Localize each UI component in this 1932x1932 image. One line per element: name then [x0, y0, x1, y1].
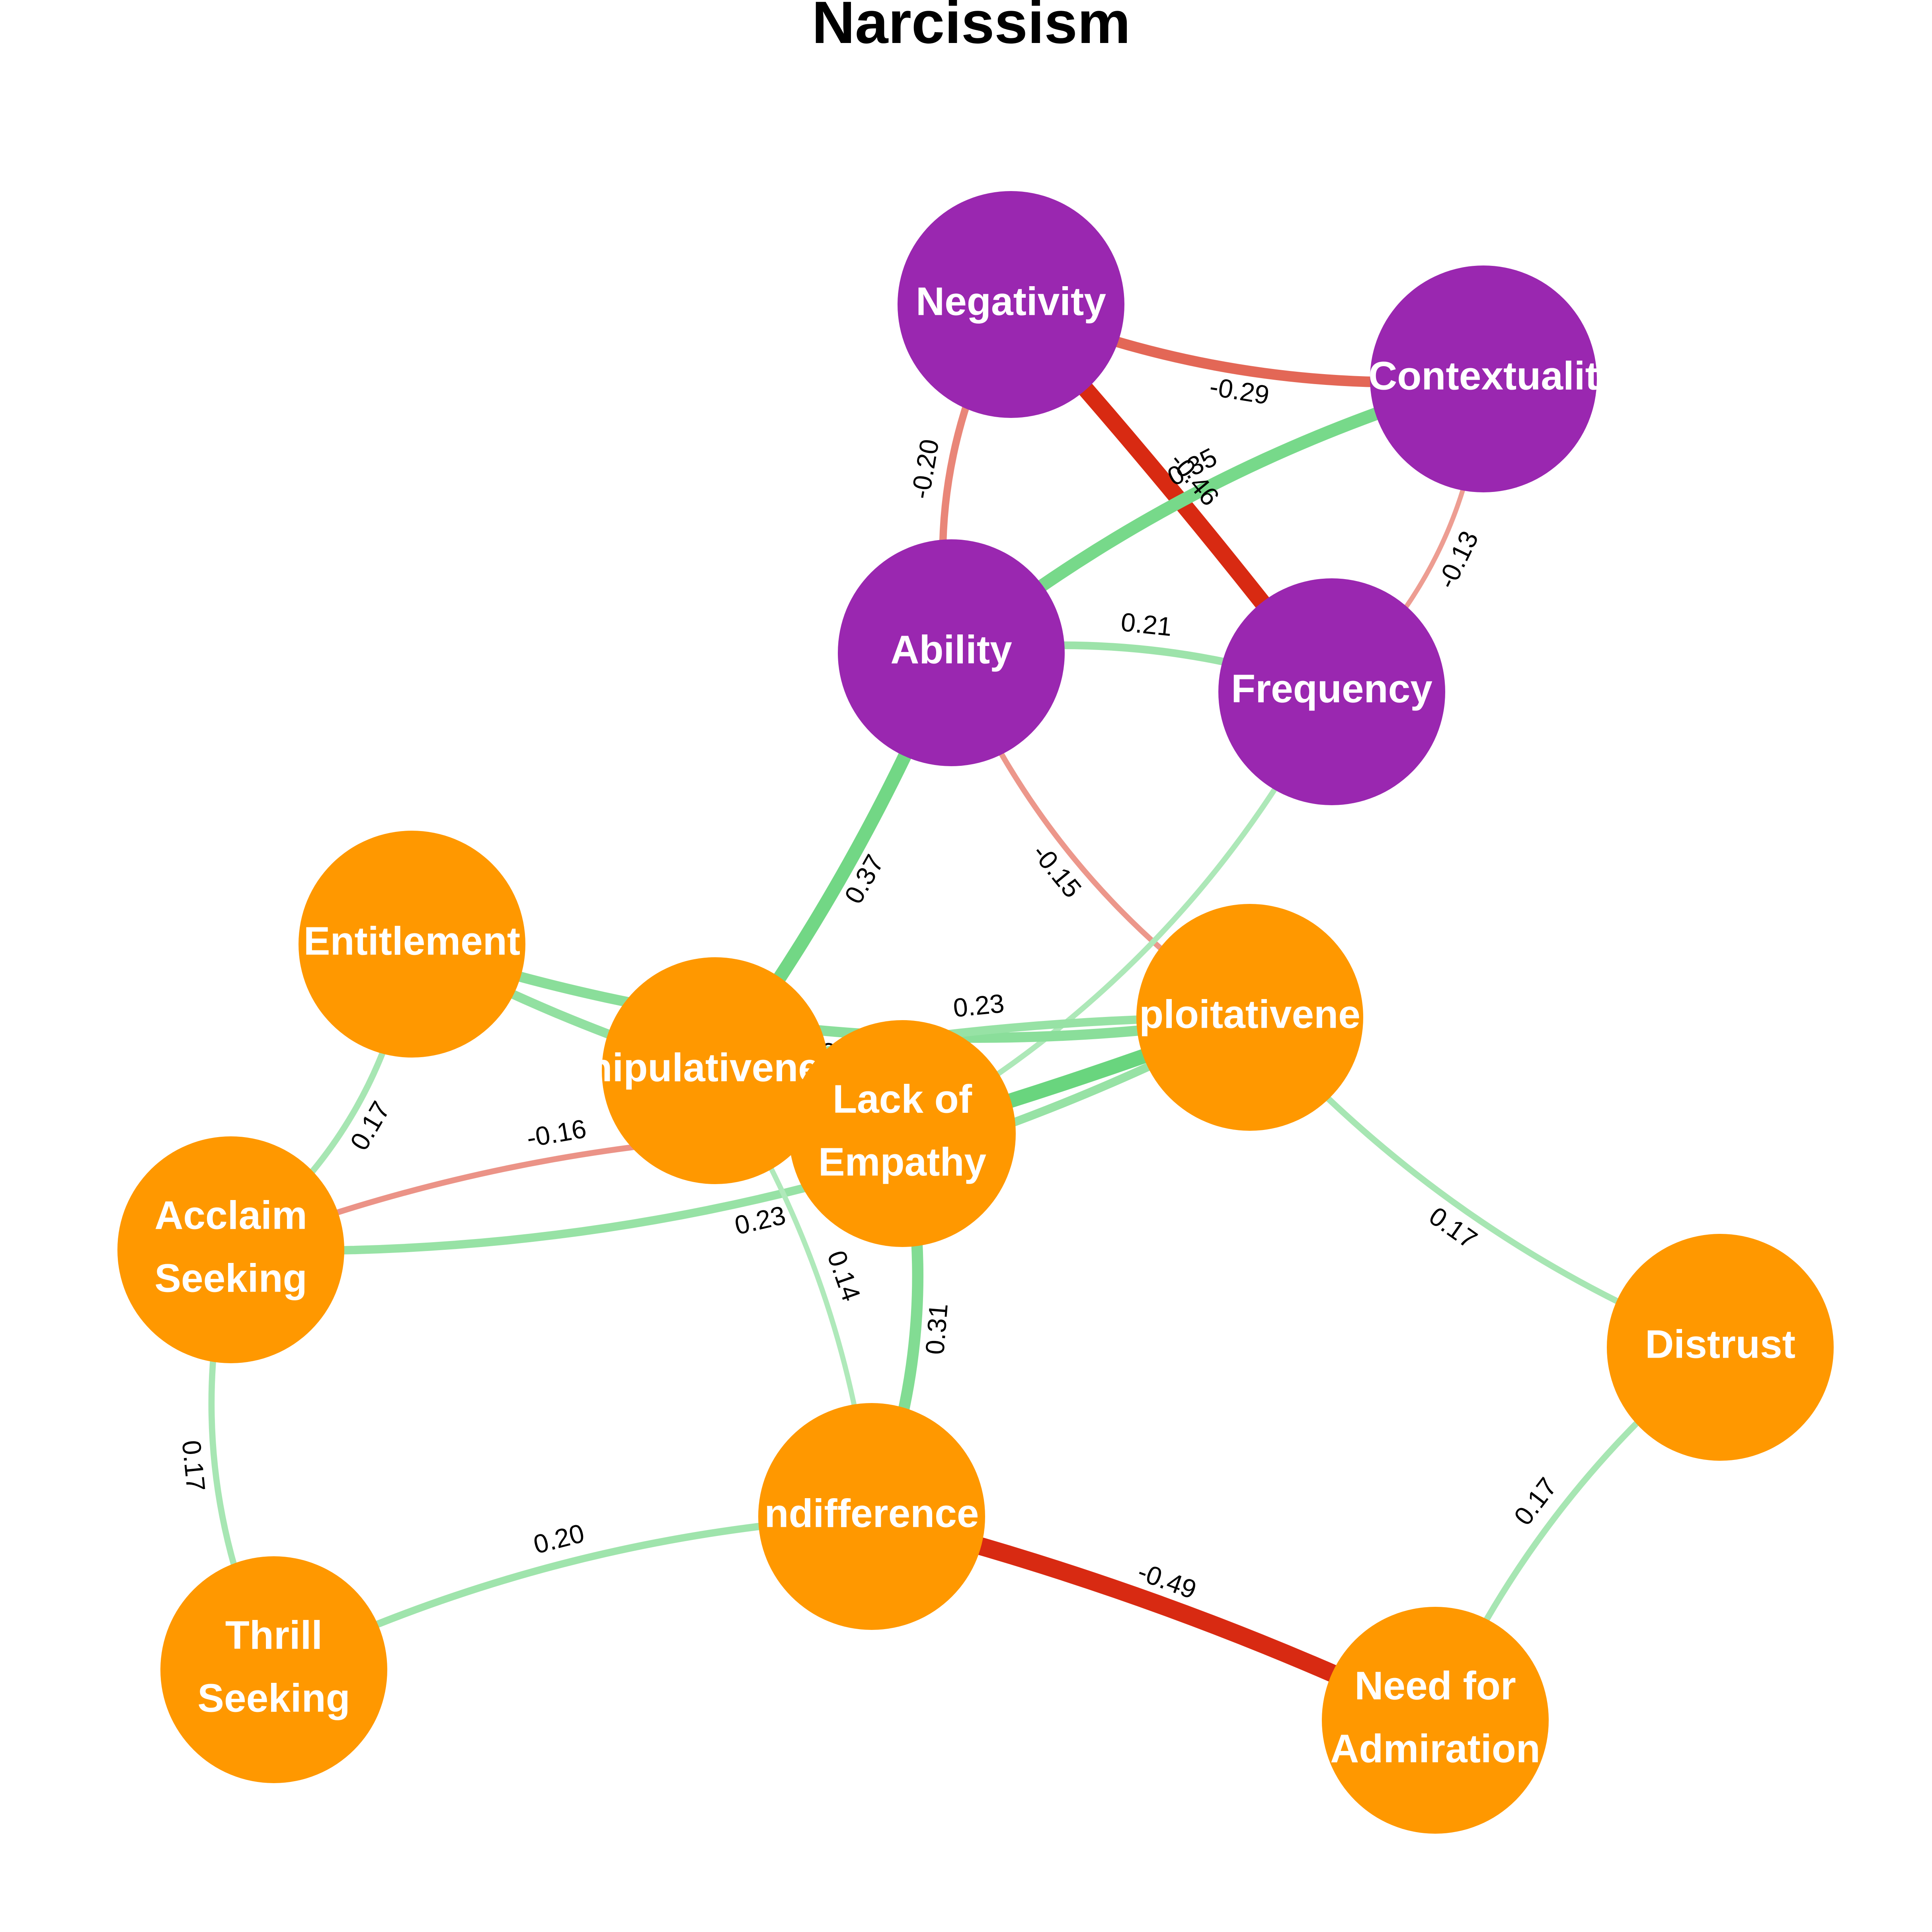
node-label-thrill_seeking: Seeking	[197, 1676, 350, 1720]
node-circle-frequency	[1218, 578, 1445, 805]
edge-label-indifference-thrill_seeking: 0.20	[531, 1518, 587, 1559]
node-circle-need_for_admiration	[1322, 1607, 1549, 1834]
node-circle-lack_of_empathy	[789, 1020, 1016, 1247]
node-label-ability: Ability	[890, 627, 1012, 672]
edge-label-manipulativeness-exploitativeness: 0.23	[952, 988, 1005, 1023]
node-distrust: Distrust	[1607, 1234, 1834, 1461]
node-label-lack_of_empathy: Empathy	[818, 1140, 987, 1184]
node-label-acclaim_seeking: Acclaim	[154, 1193, 307, 1237]
node-label-acclaim_seeking: Seeking	[154, 1256, 307, 1300]
node-label-need_for_admiration: Need for	[1354, 1663, 1516, 1708]
edge-label-contextuality-frequency: -0.13	[1431, 526, 1484, 593]
edge-label-lack_of_empathy-indifference: 0.31	[920, 1302, 953, 1356]
edge-label-negativity-ability: -0.20	[905, 437, 944, 501]
node-label-need_for_admiration: Admiration	[1330, 1726, 1540, 1771]
node-label-thrill_seeking: Thrill	[225, 1613, 322, 1657]
node-label-exploitativeness: ploitativene	[1139, 992, 1360, 1036]
node-circle-acclaim_seeking	[117, 1136, 344, 1363]
node-label-indifference: ndifference	[764, 1491, 979, 1536]
edge-label-ability-exploitativeness: -0.15	[1026, 838, 1087, 903]
edge-entitlement-exploitativeness	[410, 939, 1251, 1043]
node-entitlement: Entitlement	[299, 831, 525, 1058]
node-negativity: Negativity	[898, 191, 1124, 418]
node-circle-manipulativeness	[602, 957, 829, 1184]
node-circle-ability	[838, 539, 1065, 766]
node-ability: Ability	[838, 539, 1065, 766]
edge-label-exploitativeness-distrust: 0.17	[1424, 1201, 1483, 1254]
edge-label-entitlement-acclaim_seeking: 0.17	[344, 1096, 396, 1155]
node-label-negativity: Negativity	[916, 279, 1106, 324]
node-circle-entitlement	[299, 831, 525, 1058]
edge-label-manipulativeness-indifference: 0.14	[822, 1247, 866, 1305]
node-circle-negativity	[898, 191, 1124, 418]
edge-acclaim_seeking-exploitativeness	[230, 1013, 1252, 1255]
edge-label-acclaim_seeking-thrill_seeking: 0.17	[177, 1439, 211, 1493]
node-frequency: Frequency	[1218, 578, 1445, 805]
node-circle-thrill_seeking	[160, 1556, 387, 1783]
node-label-entitlement: Entitlement	[304, 919, 520, 963]
nodes-layer: NegativityContextualitAbilityFrequencyEn…	[117, 191, 1834, 1834]
edge-label-acclaim_seeking-lack_of_empathy: -0.16	[525, 1114, 589, 1153]
node-circle-exploitativeness	[1136, 904, 1363, 1131]
node-lack_of_empathy: Lack of Empathy	[789, 1020, 1016, 1247]
node-exploitativeness: ploitativene	[1136, 904, 1363, 1131]
edge-label-ability-frequency: 0.21	[1120, 607, 1173, 642]
node-label-contextuality: Contextualit	[1368, 353, 1598, 398]
node-label-lack_of_empathy: Lack of	[833, 1077, 972, 1121]
node-indifference: ndifference	[758, 1403, 985, 1630]
node-contextuality: Contextualit	[1368, 265, 1598, 492]
node-label-frequency: Frequency	[1231, 666, 1432, 711]
node-circle-distrust	[1607, 1234, 1834, 1461]
node-label-distrust: Distrust	[1645, 1322, 1795, 1366]
node-circle-indifference	[758, 1403, 985, 1630]
node-circle-contextuality	[1370, 265, 1597, 492]
page-title: Narcissism	[812, 0, 1131, 56]
